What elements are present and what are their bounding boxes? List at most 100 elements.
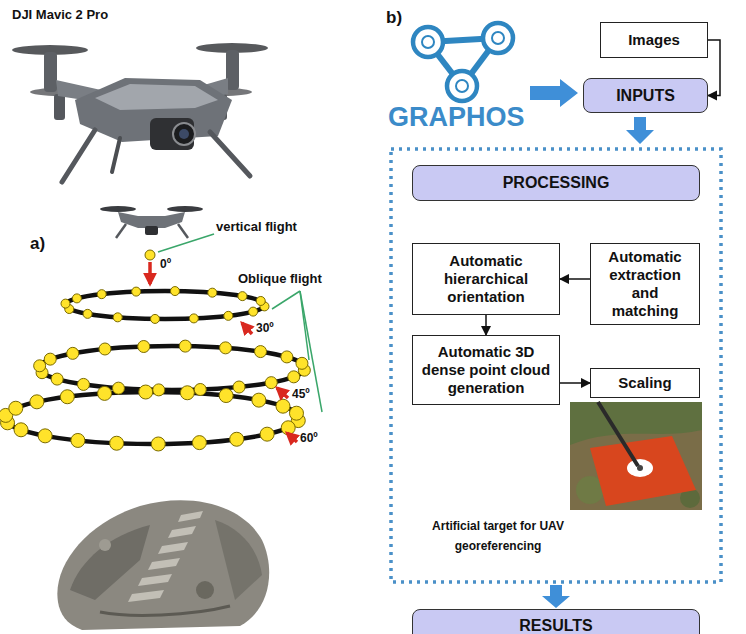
camera-positions — [38, 429, 52, 443]
flow-arrows — [530, 79, 578, 107]
stage-header: INPUTS — [583, 78, 708, 113]
graphos-logo — [456, 80, 468, 92]
camera-positions — [230, 432, 244, 446]
target-photo — [570, 402, 702, 510]
graphos-logo — [422, 36, 434, 48]
camera-positions — [112, 382, 124, 394]
flow-connector — [560, 382, 590, 384]
camera-positions — [67, 347, 79, 359]
rock-model — [215, 520, 262, 600]
target-photo — [627, 459, 653, 477]
camera-positions — [145, 250, 155, 260]
target-photo — [570, 402, 702, 445]
flight-orbits — [65, 291, 265, 319]
angle-label: 0º — [160, 258, 171, 272]
flow-arrows — [626, 117, 654, 144]
camera-positions — [138, 341, 150, 353]
camera-angle-arrows — [150, 262, 297, 442]
drone-photo — [173, 123, 195, 145]
camera-positions — [255, 346, 267, 358]
camera-angle-arrows — [148, 262, 152, 284]
figure-title: DJI Mavic 2 Pro — [12, 8, 108, 23]
camera-positions — [192, 436, 206, 450]
process-box: Scaling — [590, 368, 700, 398]
camera-positions — [14, 423, 28, 437]
box-text: RESULTS — [519, 617, 592, 634]
drone-photo — [95, 84, 218, 110]
callout-text: vertical flight — [216, 220, 297, 235]
flight-orbits — [5, 291, 305, 444]
target-photo — [598, 402, 638, 466]
camera-angle-arrows — [277, 388, 288, 398]
camera-positions — [179, 340, 191, 352]
camera-angle-arrows — [287, 433, 297, 442]
target-photo — [590, 436, 696, 506]
camera-positions — [252, 393, 266, 407]
camera-positions — [77, 378, 89, 390]
camera-positions — [9, 401, 23, 415]
rock-model — [128, 590, 164, 602]
leader-lines — [158, 234, 322, 412]
small-drone — [118, 212, 185, 228]
camera-positions — [34, 360, 46, 372]
logo-text: GRAPHOS — [388, 102, 525, 133]
camera-positions — [98, 386, 112, 400]
small-drone — [178, 224, 188, 238]
drone-photo — [179, 129, 189, 139]
box-text: Automatic 3D dense point cloud generatio… — [419, 343, 553, 397]
target-photo — [570, 402, 702, 510]
camera-positions — [281, 351, 293, 363]
small-drone — [116, 224, 126, 238]
box-text: Automatic hierarchical orientation — [419, 252, 553, 306]
input-box: Images — [600, 22, 708, 58]
camera-positions — [194, 383, 206, 395]
camera-positions — [110, 436, 124, 450]
flight-orbits — [5, 392, 299, 444]
angle-label: 30º — [256, 322, 274, 336]
flow-connector — [560, 278, 590, 280]
flow-connector — [485, 315, 487, 335]
camera-positions — [83, 309, 92, 318]
camera-positions — [30, 395, 44, 409]
graphos-logo — [413, 23, 513, 101]
camera-positions — [233, 381, 245, 393]
graphos-logo — [413, 27, 443, 57]
rock-model — [148, 558, 180, 570]
graphos-logo — [492, 32, 504, 44]
camera-positions — [296, 357, 308, 369]
graphos-logo — [483, 23, 513, 53]
angle-label: 45º — [292, 388, 310, 402]
camera-positions — [170, 287, 179, 296]
box-text: Images — [628, 31, 680, 49]
rock-model — [128, 511, 203, 602]
panel-letter: a) — [30, 234, 45, 254]
camera-positions — [208, 288, 217, 297]
photo-caption: Artificial target for UAV georeferencing — [422, 516, 574, 556]
rock-model — [57, 500, 269, 630]
flow-arrows — [542, 585, 570, 608]
camera-positions — [151, 314, 160, 323]
camera-positions — [60, 390, 74, 404]
camera-positions — [71, 433, 85, 447]
drone-photo — [44, 52, 57, 92]
camera-positions — [219, 389, 233, 403]
camera-positions — [44, 353, 56, 365]
rock-model — [158, 542, 188, 554]
flow-connector — [708, 40, 720, 96]
camera-positions — [265, 377, 277, 389]
flight-orbits — [39, 346, 305, 390]
camera-positions — [61, 299, 70, 308]
box-text: PROCESSING — [503, 174, 610, 192]
camera-positions — [99, 343, 111, 355]
small-drone — [100, 206, 136, 212]
callout-text: Oblique flight — [238, 272, 322, 287]
camera-positions — [260, 427, 274, 441]
rock-model — [138, 574, 172, 586]
process-box: Automatic extraction and matching — [590, 243, 700, 325]
rock-model — [168, 526, 196, 538]
camera-positions — [153, 384, 165, 396]
box-text: Automatic extraction and matching — [597, 248, 693, 320]
stage-header: PROCESSING — [412, 165, 700, 201]
small-drone — [100, 206, 203, 238]
